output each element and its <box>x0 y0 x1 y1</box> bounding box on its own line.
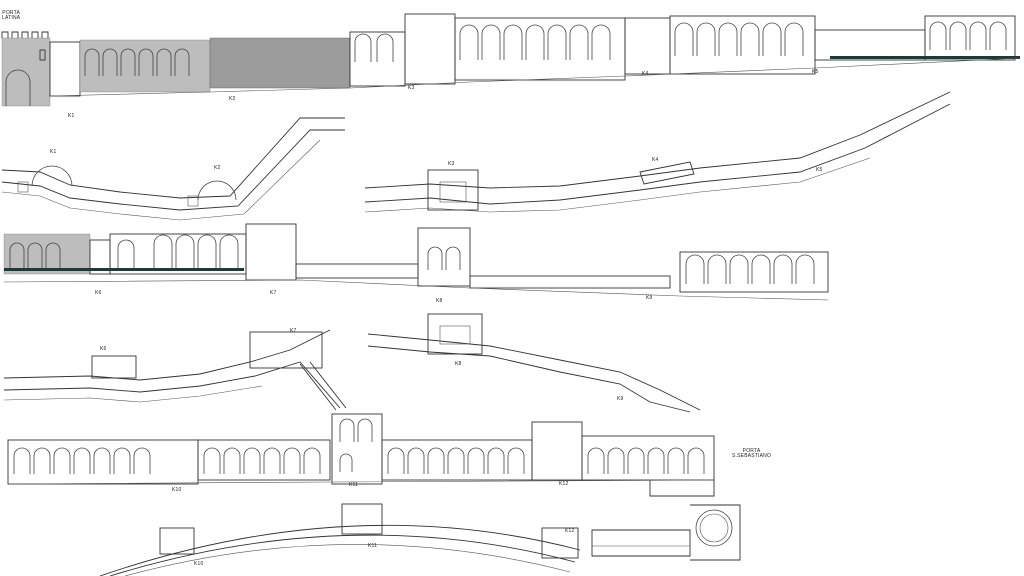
label-k5-row1: K5 <box>812 69 819 75</box>
plan-tower-k8 <box>427 313 483 355</box>
label-k2-plan: K2 <box>214 165 221 171</box>
tower-k5 <box>924 15 1016 61</box>
elevation-row-3 <box>3 223 829 301</box>
plan-tower-k10 <box>159 527 195 555</box>
label-k3-row1: K3 <box>408 85 415 91</box>
label-porta-s-sebastiano: PORTA S.SEBASTIANO <box>732 448 772 460</box>
wall-segment-k4 <box>669 15 816 75</box>
wall-segment-k1 <box>79 39 211 93</box>
plan-tower-k1 <box>31 165 73 187</box>
wall-segment-k10 <box>7 439 199 485</box>
plan-wall-k8-k9 <box>367 333 701 411</box>
elevation-row-5 <box>7 413 715 497</box>
label-k12-row5: K12 <box>559 481 569 487</box>
wall-segment <box>624 17 671 75</box>
elevation-row-1 <box>1 13 1021 107</box>
plan-tower-k3 <box>427 169 479 211</box>
label-k11-row5: K11 <box>349 482 359 488</box>
label-k8-plan: K8 <box>455 361 462 367</box>
plan-row-4 <box>3 313 701 413</box>
label-k4-plan: K4 <box>652 157 659 163</box>
plan-wall-k10-k12 <box>99 524 581 576</box>
arcade-row-3 <box>9 234 815 284</box>
label-k5-plan: K5 <box>816 167 823 173</box>
plan-wall-k1-k2 <box>1 117 345 199</box>
label-k8-row3: K8 <box>436 298 443 304</box>
wall-segment-k2 <box>209 37 351 89</box>
wall-segment-k3 <box>454 17 626 81</box>
plan-tower-k7 <box>249 331 323 369</box>
plan-tower-k11 <box>341 503 383 535</box>
label-k11-plan: K11 <box>368 543 378 549</box>
label-k7-plan: K7 <box>290 328 297 334</box>
arcade-row-5 <box>13 418 705 474</box>
label-k9-plan: K9 <box>617 396 624 402</box>
label-k1-row1: K1 <box>68 113 75 119</box>
ground-band <box>830 56 1020 59</box>
plan-wall-k6-k7 <box>3 329 331 381</box>
wall-segment <box>581 435 715 481</box>
tower-k8 <box>417 227 471 287</box>
wall-segment <box>381 439 533 481</box>
wall-segment-k9 <box>679 251 829 293</box>
label-k3-plan: K3 <box>448 161 455 167</box>
plan-row-2 <box>1 91 951 221</box>
plan-porta-s-sebastiano <box>591 529 691 557</box>
arcade-row-1 <box>84 21 1007 76</box>
label-k10-plan: K10 <box>194 561 204 567</box>
wall-segment <box>49 41 81 97</box>
porta-latina-arch <box>5 69 31 106</box>
plan-wall-k3-k5 <box>364 91 951 189</box>
label-k12-plan: K12 <box>565 528 575 534</box>
label-k6-row3: K6 <box>95 290 102 296</box>
wall-segment-k6 <box>3 233 91 275</box>
tower-k3 <box>404 13 456 85</box>
porta-latina-tower <box>1 37 51 107</box>
label-k9-row3: K9 <box>646 295 653 301</box>
label-k2-row1: K2 <box>229 96 236 102</box>
label-k7-row3: K7 <box>270 290 277 296</box>
tower-k11 <box>331 413 383 485</box>
wall-segment-k5 <box>814 29 926 61</box>
wall-segment <box>197 439 331 481</box>
label-k10-row5: K10 <box>172 487 182 493</box>
plan-tower-k2 <box>197 180 237 201</box>
label-k4-row1: K4 <box>642 71 649 77</box>
plan-tower-k12 <box>541 527 579 559</box>
tower-k12 <box>531 421 583 481</box>
tower-k7 <box>245 223 297 281</box>
label-porta-latina: PORTA LATINA <box>2 10 21 22</box>
plan-tower-k6 <box>91 355 137 379</box>
label-k1-plan: K1 <box>50 149 57 155</box>
label-k6-plan: K6 <box>100 346 107 352</box>
plan-tower-k4 <box>639 161 695 185</box>
plan-row-6 <box>99 503 741 576</box>
plan-round-tower <box>695 509 733 547</box>
